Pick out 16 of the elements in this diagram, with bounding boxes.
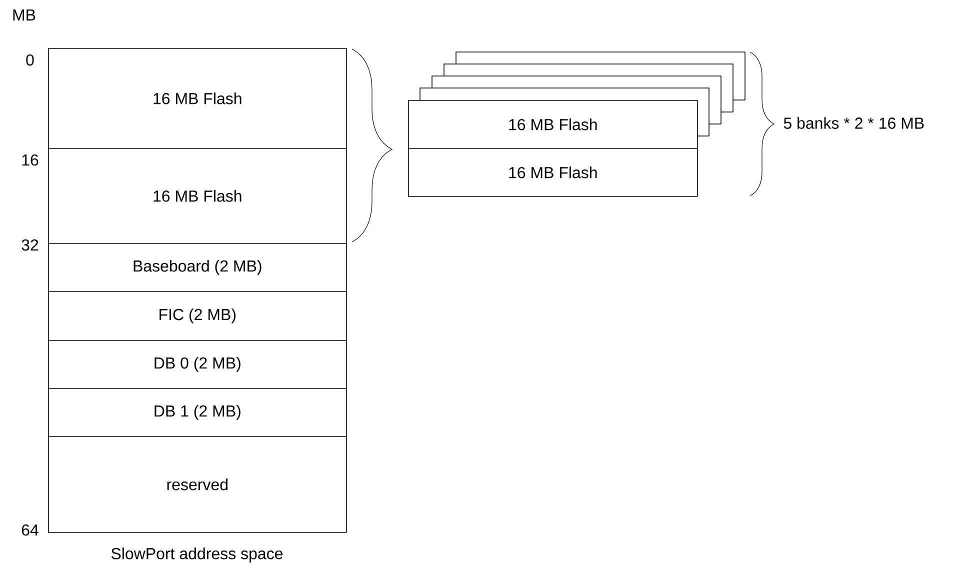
address-tick-label: 32 (22, 239, 38, 251)
memory-region-box: 16 MB Flash (48, 48, 347, 149)
memory-region-box: 16 MB Flash (408, 100, 698, 149)
address-tick-label: 0 (26, 54, 34, 66)
address-tick-label: 16 (22, 154, 38, 166)
memory-region-box: reserved (48, 436, 347, 533)
memory-region-box: DB 0 (2 MB) (48, 340, 347, 389)
memory-region-box: 16 MB Flash (48, 148, 347, 244)
axis-unit: MB (13, 10, 36, 20)
caption: SlowPort address space (111, 548, 283, 562)
memory-region-box: DB 1 (2 MB) (48, 388, 347, 437)
brace-label: 5 banks * 2 * 16 MB (784, 117, 924, 129)
memory-region-box: Baseboard (2 MB) (48, 243, 347, 292)
address-tick-label: 64 (22, 524, 38, 536)
memory-region-box: FIC (2 MB) (48, 291, 347, 341)
memory-region-box: 16 MB Flash (408, 148, 698, 197)
